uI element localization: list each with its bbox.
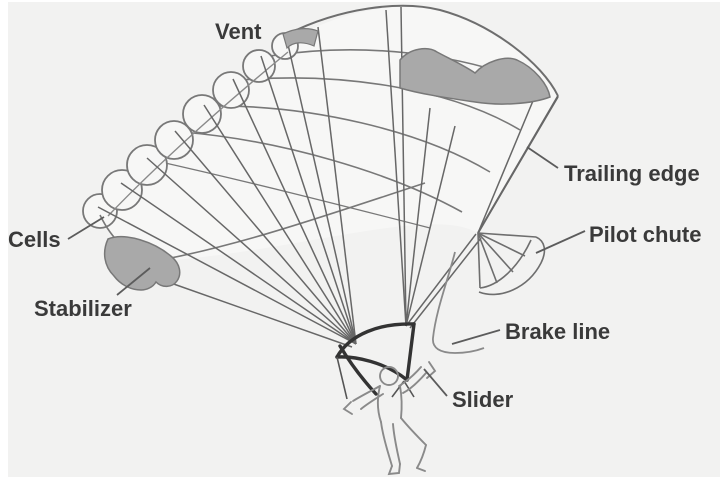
skydiver-torso xyxy=(399,385,403,419)
skydiver-figure xyxy=(342,361,437,476)
suspension-line xyxy=(405,107,431,327)
suspension-line xyxy=(203,104,357,345)
skydiver-torso xyxy=(376,385,382,423)
cell-scallop xyxy=(154,120,194,160)
leader-lines xyxy=(67,146,586,397)
suspension-line xyxy=(385,9,407,327)
cell-scallop xyxy=(182,94,222,134)
suspension-line xyxy=(120,182,357,345)
trailing-edge-leader xyxy=(526,146,559,169)
suspension-line xyxy=(232,78,357,345)
skydiver-left-arm xyxy=(352,385,381,402)
pilot-chute-bridle xyxy=(477,83,541,234)
suspension-line xyxy=(174,130,357,345)
suspension-line xyxy=(260,55,357,345)
cell-scallop xyxy=(126,144,168,186)
skydiver-right-arm xyxy=(398,366,422,387)
riser-line xyxy=(336,356,348,400)
stabilizer-shading xyxy=(103,235,181,291)
pilot-chute-spoke xyxy=(477,232,526,257)
vent-shading xyxy=(282,28,319,50)
label-pilot-chute: Pilot chute xyxy=(589,222,701,247)
stabilizer-leader xyxy=(116,267,151,296)
slider-bottom-edge xyxy=(335,355,409,382)
cells-leader xyxy=(67,216,105,240)
skydiver-right-foot xyxy=(416,467,426,472)
pilot-chute-inner-arc xyxy=(479,239,532,289)
suspension-lines xyxy=(97,6,559,348)
canopy-top-edge xyxy=(287,4,559,97)
label-stabilizer: Stabilizer xyxy=(34,296,132,321)
stabilizer-line xyxy=(167,281,353,348)
cell-boundary-arc xyxy=(211,105,491,173)
pilot-chute-outer-arc xyxy=(478,236,546,296)
cell-scallop xyxy=(101,169,143,211)
skydiver-left-leg xyxy=(380,421,393,467)
pilot-chute-spoke xyxy=(477,232,481,289)
slider-leader xyxy=(423,368,448,397)
labels: Vent Cells Stabilizer Trailing edge Pilo… xyxy=(8,19,701,412)
label-vent: Vent xyxy=(215,19,262,44)
pilot-chute-top-chord xyxy=(477,232,537,238)
label-trailing-edge: Trailing edge xyxy=(564,161,700,186)
skydiver-left-foot xyxy=(387,463,401,476)
shaded-parts xyxy=(103,28,551,291)
skydiver-right-arm xyxy=(402,372,427,394)
skydiver-head xyxy=(379,366,399,386)
brake-line-leader xyxy=(451,329,501,345)
trailing-suspension-line xyxy=(477,96,559,234)
cell-scallop xyxy=(212,71,250,109)
canopy-skirt xyxy=(149,182,426,263)
suspension-line xyxy=(146,157,357,345)
pilot-chute-leader xyxy=(535,230,586,254)
brake-line-curve xyxy=(432,251,485,354)
skydiver-right-leg xyxy=(416,444,427,469)
skydiver-left-leg xyxy=(392,423,401,465)
trailing-edge-cells-shading xyxy=(399,47,551,105)
skydiver-right-leg xyxy=(400,417,427,446)
suspension-line xyxy=(405,233,477,327)
suspension-line xyxy=(405,125,456,327)
skydiver-left-arm xyxy=(360,393,384,410)
suspension-line xyxy=(97,206,357,345)
pilot-chute-spoke xyxy=(477,232,498,284)
pilot-chute-spoke xyxy=(477,232,514,273)
slider-right-edge xyxy=(405,322,416,382)
label-slider: Slider xyxy=(452,387,514,412)
cell-inner-curve xyxy=(107,51,289,217)
suspension-line xyxy=(317,26,357,345)
cell-boundary-arc xyxy=(151,159,431,229)
suspension-line xyxy=(286,39,357,345)
label-cells: Cells xyxy=(8,227,61,252)
cell-boundary-arc xyxy=(181,131,463,213)
label-brake-line: Brake line xyxy=(505,319,610,344)
pilot-chute-drawing xyxy=(477,232,546,296)
skydiver-left-hand xyxy=(342,401,353,415)
